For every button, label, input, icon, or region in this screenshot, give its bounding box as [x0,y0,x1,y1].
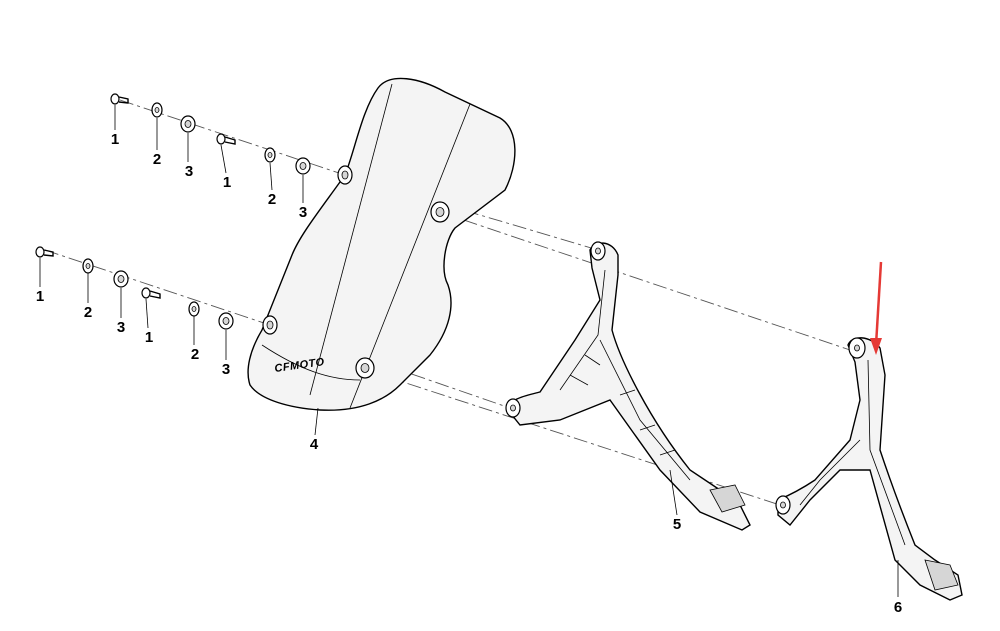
callout-bolt: 1 [145,329,153,346]
callout-left-bracket: 5 [673,516,681,533]
left-bracket [505,241,751,531]
callout-bolt: 1 [111,131,119,148]
callout-bolt: 1 [223,174,231,191]
washer-icon [82,258,94,274]
callout-grommet: 3 [185,163,193,180]
bolt-icon [216,133,236,145]
windshield: CFMOTO [247,77,516,411]
callout-washer: 2 [268,191,276,208]
leader-lines [39,105,899,597]
grommet-icon [180,115,196,133]
callout-bolt: 1 [36,288,44,305]
bolt-icon [110,93,129,105]
callout-windshield: 4 [310,436,319,453]
right-bracket [775,337,963,601]
bolt-icon [141,287,161,299]
bolt-icon [35,246,54,258]
callout-grommet: 3 [117,319,125,336]
grommet-icon [295,157,311,175]
lower-fastener-row [35,246,234,330]
grommet-icon [218,312,234,330]
callout-washer: 2 [153,151,161,168]
indicator-arrow [870,261,883,355]
callout-washer: 2 [84,304,92,321]
washer-icon [151,102,163,118]
upper-fastener-row [110,93,311,175]
callout-labels: 1 2 3 1 2 3 1 2 3 1 2 3 4 5 6 [36,131,902,616]
washer-icon [264,147,276,163]
callout-grommet: 3 [299,204,307,221]
callout-washer: 2 [191,346,199,363]
washer-icon [188,301,200,317]
callout-grommet: 3 [222,361,230,378]
grommet-icon [113,270,129,288]
callout-right-bracket: 6 [894,599,902,616]
